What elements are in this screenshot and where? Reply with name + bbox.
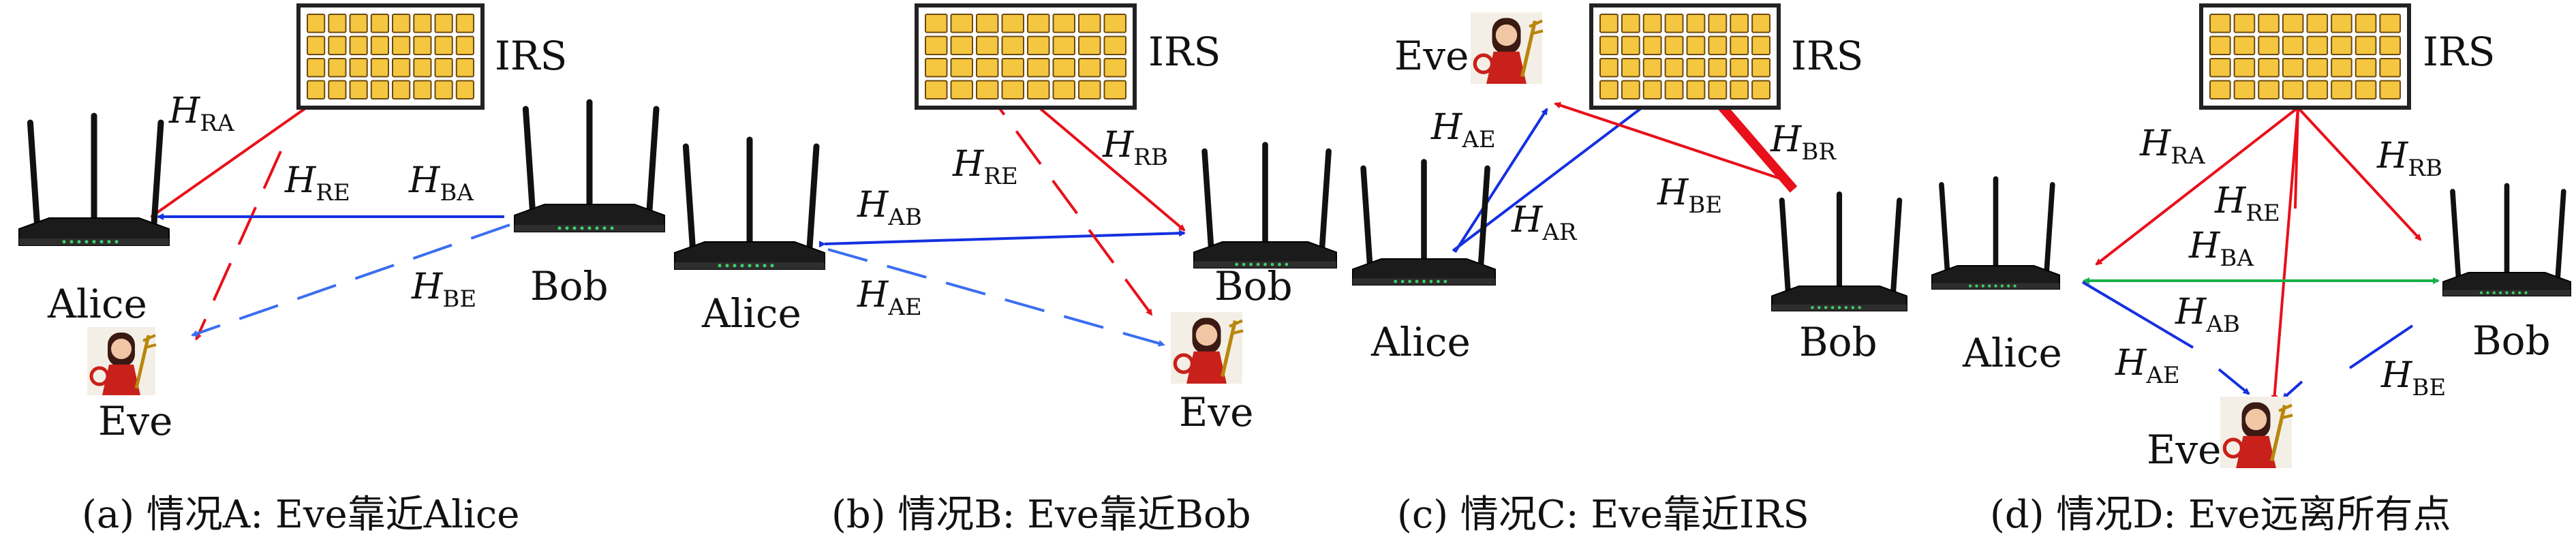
link-ae-c (1454, 108, 1548, 253)
label-h-re-d: HRE (2214, 181, 2280, 227)
link-re-b (979, 80, 1153, 316)
link-be-d (2282, 380, 2303, 400)
bob-label-c: Bob (1799, 319, 1877, 365)
label-h-ar-c: HAR (1511, 200, 1578, 246)
irs-panel-icon-c (1589, 3, 1781, 110)
caption-b: (b) 情况B: Eve靠近Bob (831, 493, 1251, 537)
eve-portrait-icon-b (1171, 312, 1244, 384)
link-be-c (1554, 102, 1793, 184)
eve-portrait-icon-a (87, 327, 157, 395)
label-h-re-b: HRE (952, 144, 1018, 190)
label-h-rb-b: HRB (1102, 125, 1168, 171)
label-h-re-a: HRE (284, 160, 350, 206)
eve-label-c: Eve (1394, 33, 1469, 79)
eve-portrait-icon-d (2220, 397, 2293, 468)
bob-label-b: Bob (1214, 263, 1293, 309)
alice-label-d: Alice (1962, 330, 2062, 376)
eve-label-d: Eve (2147, 427, 2221, 473)
irs-panel-icon-b (915, 3, 1137, 110)
irs-label-d: IRS (2423, 29, 2495, 75)
router-icon-alice-b (674, 136, 825, 270)
router-icon-bob-d (2442, 183, 2571, 296)
label-h-ab-d: HAB (2175, 292, 2240, 338)
label-h-be-d: HBE (2380, 355, 2446, 401)
link-ra-a (150, 102, 313, 218)
label-h-ra-a: HRA (168, 91, 234, 137)
label-h-ba-d: HBA (2188, 226, 2254, 272)
irs-label-c: IRS (1791, 33, 1863, 79)
link-r-mid-d (2294, 107, 2299, 209)
router-icon-bob-c (1771, 191, 1907, 311)
link-rb-d (2297, 106, 2422, 241)
link-ab-b (818, 230, 1186, 248)
label-h-ba-a: HBA (408, 160, 474, 206)
links-layer (150, 65, 2440, 402)
irs-panel-icon-a (296, 3, 485, 110)
router-icon-bob-b (1193, 142, 1337, 268)
eve-label-a: Eve (98, 398, 172, 444)
link-be-upper-d (2348, 324, 2414, 369)
link-be-a (191, 224, 510, 337)
eve-portrait-icon-c (1471, 12, 1544, 84)
irs-label-b: IRS (1148, 29, 1221, 75)
caption-a: (a) 情况A: Eve靠近Alice (82, 493, 520, 537)
caption-c: (c) 情况C: Eve靠近IRS (1397, 493, 1809, 537)
bob-label-a: Bob (530, 263, 609, 309)
label-h-br-c: HBR (1770, 119, 1837, 166)
eve-label-b: Eve (1179, 389, 1253, 435)
alice-label-b: Alice (701, 290, 801, 337)
link-re-d (2271, 107, 2299, 402)
label-h-ae-b: HAE (857, 275, 922, 321)
irs-label-a: IRS (495, 33, 567, 79)
label-h-ab-b: HAB (857, 185, 922, 231)
link-ae-upper-d (2081, 281, 2194, 349)
router-icon-bob-a (514, 99, 665, 232)
label-h-ra-d: HRA (2139, 123, 2205, 170)
router-icon-alice-a (18, 112, 170, 246)
link-ae-d (2218, 368, 2250, 395)
label-h-ae-c: HAE (1430, 107, 1496, 153)
bob-label-d: Bob (2472, 318, 2551, 364)
label-h-be-a: HBE (411, 266, 476, 313)
router-icon-alice-d (1931, 176, 2060, 290)
link-re-a (195, 151, 282, 341)
icons-layer (18, 3, 2571, 468)
alice-label-a: Alice (47, 281, 147, 327)
label-h-rb-d: HRB (2376, 136, 2442, 182)
alice-label-c: Alice (1370, 319, 1471, 365)
router-icon-alice-c (1352, 159, 1496, 286)
link-ra-d (2095, 106, 2299, 266)
label-h-ae-d: HAE (2115, 343, 2180, 389)
label-h-be-c: HBE (1657, 172, 1722, 219)
caption-d: (d) 情况D: Eve远离所有点 (1990, 493, 2451, 537)
irs-panel-icon-d (2199, 3, 2411, 110)
